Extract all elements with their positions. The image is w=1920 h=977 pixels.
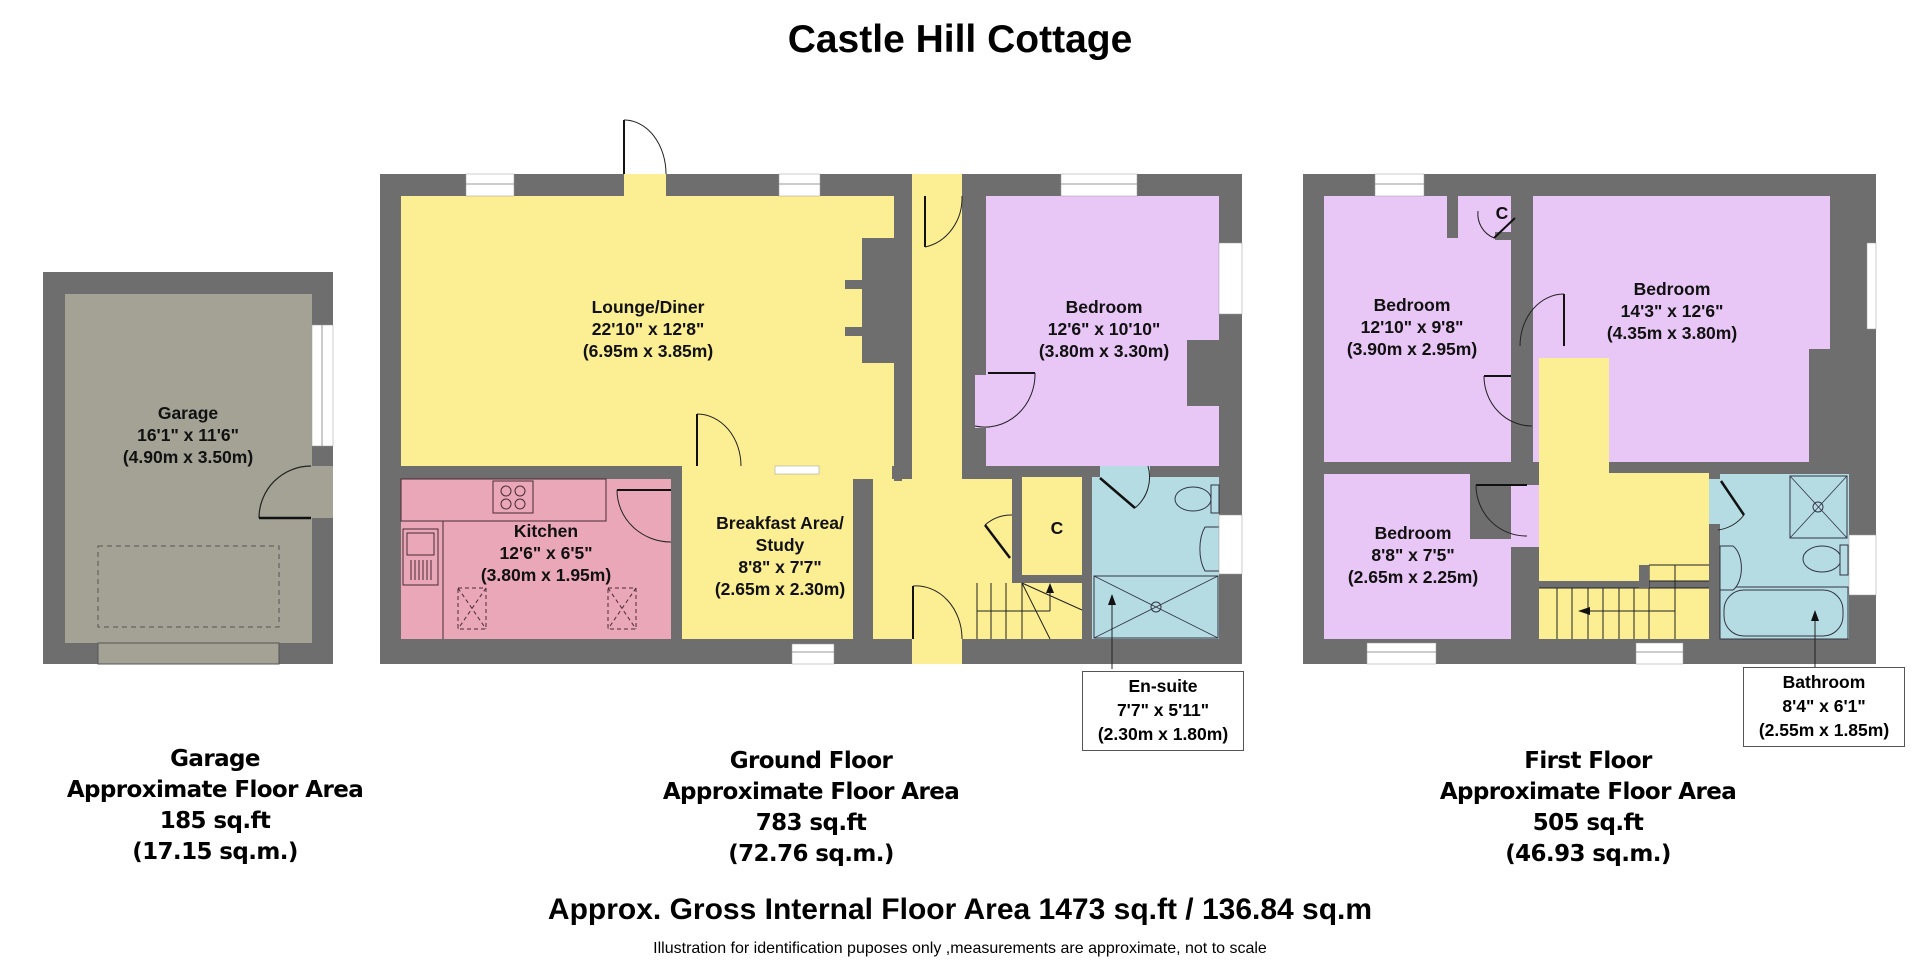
room-name: Bedroom bbox=[1374, 523, 1452, 543]
room-dimensions-metric: (4.35m x 3.80m) bbox=[1606, 323, 1738, 343]
room-name: C bbox=[1050, 518, 1064, 538]
floor-name: Ground Floor bbox=[729, 748, 893, 774]
first-floor-area-summary: First Floor Approximate Floor Area 505 s… bbox=[1439, 746, 1737, 870]
room-dimensions-imperial: 14'3" x 12'6" bbox=[1620, 301, 1724, 321]
room-name: Lounge/Diner bbox=[591, 297, 705, 317]
ground-floor-plan bbox=[380, 119, 1243, 669]
callout-bathroom: Bathroom 8'4" x 6'1" (2.55m x 1.85m) bbox=[1743, 667, 1905, 747]
floor-name: Garage bbox=[170, 746, 260, 772]
room-dimensions-metric: (2.30m x 1.80m) bbox=[1097, 724, 1229, 744]
room-label-ground-closet: C bbox=[1051, 517, 1064, 539]
room-label-first-bedroom-2: Bedroom 14'3" x 12'6" (4.35m x 3.80m) bbox=[1607, 278, 1737, 344]
floor-name: First Floor bbox=[1524, 748, 1652, 774]
garage-area-summary: Garage Approximate Floor Area 185 sq.ft … bbox=[66, 744, 364, 868]
room-label-breakfast-study: Breakfast Area/ Study 8'8" x 7'7" (2.65m… bbox=[715, 512, 845, 600]
room-name: C bbox=[1495, 203, 1509, 223]
room-name: Garage bbox=[157, 403, 219, 423]
room-dimensions-metric: (4.90m x 3.50m) bbox=[122, 447, 254, 467]
room-dimensions-imperial: 8'8" x 7'5" bbox=[1371, 545, 1455, 565]
room-dimensions-metric: (3.80m x 1.95m) bbox=[480, 565, 612, 585]
room-dimensions-metric: (3.90m x 2.95m) bbox=[1346, 339, 1478, 359]
room-label-ground-bedroom: Bedroom 12'6" x 10'10" (3.80m x 3.30m) bbox=[1039, 296, 1169, 362]
room-dimensions-imperial: 12'6" x 6'5" bbox=[499, 543, 593, 563]
room-name: Bathroom bbox=[1782, 672, 1866, 692]
room-label-first-closet: C bbox=[1496, 202, 1509, 224]
floor-area-sqft: 185 sq.ft bbox=[159, 808, 271, 834]
floor-area-sqm: (72.76 sq.m.) bbox=[728, 841, 894, 867]
room-dimensions-imperial: 22'10" x 12'8" bbox=[591, 319, 705, 339]
room-name: Bedroom bbox=[1373, 295, 1451, 315]
room-label-first-bedroom-1: Bedroom 12'10" x 9'8" (3.90m x 2.95m) bbox=[1347, 294, 1477, 360]
floor-area-sqm: (46.93 sq.m.) bbox=[1505, 841, 1671, 867]
room-dimensions-imperial: 8'4" x 6'1" bbox=[1782, 696, 1866, 716]
floor-area-sqft: 783 sq.ft bbox=[755, 810, 867, 836]
room-dimensions-metric: (6.95m x 3.85m) bbox=[582, 341, 714, 361]
room-label-kitchen: Kitchen 12'6" x 6'5" (3.80m x 1.95m) bbox=[481, 520, 611, 586]
floor-area-label: Approximate Floor Area bbox=[1439, 779, 1737, 805]
room-name: Breakfast Area/ bbox=[716, 513, 844, 533]
page-title: Castle Hill Cottage bbox=[787, 18, 1133, 61]
floor-area-sqft: 505 sq.ft bbox=[1532, 810, 1644, 836]
floor-area-label: Approximate Floor Area bbox=[66, 777, 364, 803]
floor-area-label: Approximate Floor Area bbox=[662, 779, 960, 805]
room-dimensions-metric: (2.65m x 2.25m) bbox=[1347, 567, 1479, 587]
room-dimensions-imperial: 12'6" x 10'10" bbox=[1047, 319, 1161, 339]
room-name-line2: Study bbox=[755, 535, 805, 555]
room-dimensions-metric: (2.55m x 1.85m) bbox=[1758, 720, 1890, 740]
room-dimensions-imperial: 16'1" x 11'6" bbox=[137, 425, 239, 445]
room-label-garage: Garage 16'1" x 11'6" (4.90m x 3.50m) bbox=[123, 402, 253, 468]
room-dimensions-metric: (2.65m x 2.30m) bbox=[714, 579, 846, 599]
floor-area-sqm: (17.15 sq.m.) bbox=[132, 839, 298, 865]
first-floor-plan bbox=[1303, 173, 1877, 669]
disclaimer: Illustration for identification puposes … bbox=[653, 940, 1267, 957]
room-dimensions-metric: (3.80m x 3.30m) bbox=[1038, 341, 1170, 361]
room-dimensions-imperial: 7'7" x 5'11" bbox=[1116, 700, 1210, 720]
room-name: Bedroom bbox=[1633, 279, 1711, 299]
room-dimensions-imperial: 12'10" x 9'8" bbox=[1360, 317, 1464, 337]
ground-floor-area-summary: Ground Floor Approximate Floor Area 783 … bbox=[662, 746, 960, 870]
room-name: En-suite bbox=[1128, 676, 1198, 696]
room-label-first-bedroom-3: Bedroom 8'8" x 7'5" (2.65m x 2.25m) bbox=[1348, 522, 1478, 588]
room-name: Bedroom bbox=[1065, 297, 1143, 317]
garage-plan bbox=[43, 272, 334, 665]
room-dimensions-imperial: 8'8" x 7'7" bbox=[738, 557, 822, 577]
callout-en-suite: En-suite 7'7" x 5'11" (2.30m x 1.80m) bbox=[1082, 671, 1244, 751]
gross-internal-area: Approx. Gross Internal Floor Area 1473 s… bbox=[547, 893, 1373, 926]
room-name: Kitchen bbox=[513, 521, 579, 541]
room-label-lounge-diner: Lounge/Diner 22'10" x 12'8" (6.95m x 3.8… bbox=[583, 296, 713, 362]
